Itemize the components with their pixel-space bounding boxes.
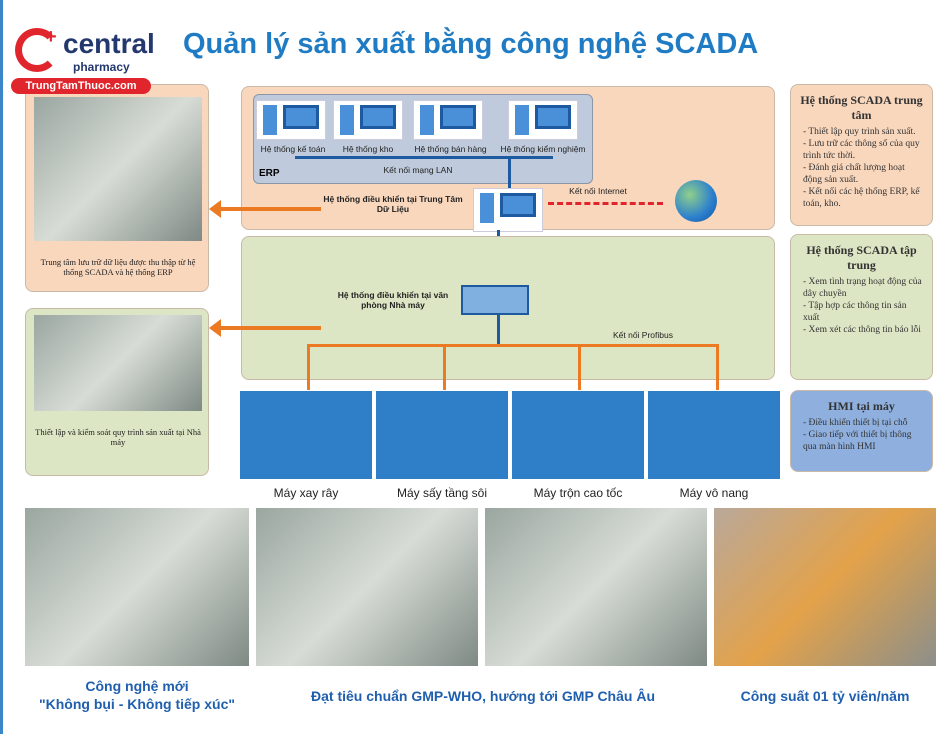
control-panel: Thiết lập và kiểm soát quy trình sản xuấ… (25, 308, 209, 476)
erp-system-label: Hệ thống kho (342, 144, 394, 154)
caption: Công nghệ mới (85, 678, 189, 694)
machine-label: Máy sấy tầng sôi (396, 486, 488, 500)
globe-icon (675, 180, 717, 222)
machine-label: Máy xay rây (273, 486, 339, 500)
logo-brand: central (63, 28, 155, 59)
box-item: - Thiết lập quy trình sản xuất. (803, 127, 916, 137)
lan-line (508, 156, 511, 190)
box-title: HMI tại máy (828, 399, 895, 413)
box-item: - Điều khiển thiết bị tại chỗ (803, 418, 908, 428)
box-item: - Lưu trữ các thông số của quy trình tức… (803, 139, 920, 161)
machine-label: Máy vô nang (679, 486, 749, 500)
capsules-photo (714, 508, 936, 666)
erp-computer-icon (333, 100, 403, 140)
logo-site: TrungTamThuoc.com (11, 78, 151, 94)
datacenter-label: Hệ thống điều khiển tại Trung Tâm Dữ Liệ… (323, 194, 463, 214)
box-title: Hệ thống SCADA tập trung (806, 243, 917, 272)
profibus-bus (307, 344, 719, 347)
erp-computer-icon (413, 100, 483, 140)
erp-system-label: Hệ thống kiểm nghiệm (500, 144, 586, 154)
control-caption: Thiết lập và kiểm soát quy trình sản xuấ… (35, 427, 201, 447)
caption: Đạt tiêu chuẩn GMP-WHO, hướng tới GMP Ch… (311, 688, 655, 704)
bus-drop (307, 344, 310, 390)
erp-label: ERP (259, 168, 280, 179)
hmi-box: HMI tại máy - Điều khiển thiết bị tại ch… (790, 390, 933, 472)
profibus-line (497, 315, 500, 345)
bus-drop (443, 344, 446, 390)
server-room-photo (34, 97, 202, 241)
operator-photo (34, 315, 202, 411)
datacenter-computer-icon (473, 188, 543, 232)
arrow-left-icon (209, 200, 321, 218)
arrow-left-icon (209, 319, 321, 337)
bus-drop (716, 344, 719, 390)
internet-link (548, 202, 663, 205)
box-item: - Xem tình trạng hoạt động của dây chuyề… (803, 277, 922, 299)
plc-controller-icon (461, 285, 529, 315)
erp-system-label: Hệ thống kế toán (260, 144, 326, 154)
internet-label: Kết nối Internet (569, 186, 627, 196)
box-title: Hệ thống SCADA trung tâm (800, 93, 923, 122)
production-photo (25, 508, 249, 666)
erp-computer-icon (508, 100, 578, 140)
machine-image (376, 391, 508, 479)
scada-focused-box: Hệ thống SCADA tập trung - Xem tình trạn… (790, 234, 933, 380)
logo-plus-icon: + (45, 26, 57, 48)
machine-image (648, 391, 780, 479)
profibus-label: Kết nối Profibus (612, 330, 673, 340)
caption: Công suất 01 tỷ viên/năm (740, 688, 910, 704)
lab-equipment-photo (485, 508, 707, 666)
erp-computer-icon (256, 100, 326, 140)
central-pharmacy-logo: + central pharmacy TrungTamThuoc.com (11, 26, 156, 96)
machine-image (512, 391, 644, 479)
bus-drop (578, 344, 581, 390)
logo-sub: pharmacy (73, 60, 130, 74)
box-item: - Giao tiếp với thiết bị thông qua màn h… (803, 430, 912, 452)
box-item: - Xem xét các thông tin báo lỗi (803, 325, 921, 335)
box-item: - Tập hợp các thông tin sản xuất (803, 301, 907, 323)
scada-central-box: Hệ thống SCADA trung tâm - Thiết lập quy… (790, 84, 933, 226)
box-item: - Đánh giá chất lượng hoạt động sản xuất… (803, 163, 905, 185)
machine-image (240, 391, 372, 479)
erp-system-label: Hệ thống bán hàng (414, 144, 487, 154)
storage-panel: Trung tâm lưu trữ dữ liệu được thu thập … (25, 84, 209, 292)
box-item: - Kết nối các hệ thống ERP, kế toán, kho… (803, 187, 920, 209)
storage-caption: Trung tâm lưu trữ dữ liệu được thu thập … (40, 257, 196, 277)
page-title: Quản lý sản xuất bằng công nghệ SCADA (183, 28, 759, 60)
logo-mark-icon (15, 28, 59, 72)
machine-label: Máy trộn cao tốc (533, 486, 623, 500)
lan-label: Kết nối mạng LAN (383, 165, 453, 175)
lan-line (295, 156, 553, 159)
caption: "Không bụi - Không tiếp xúc" (38, 696, 236, 712)
capsule-machine-photo (256, 508, 478, 666)
factory-label: Hệ thống điều khiển tại văn phòng Nhà má… (337, 290, 449, 310)
